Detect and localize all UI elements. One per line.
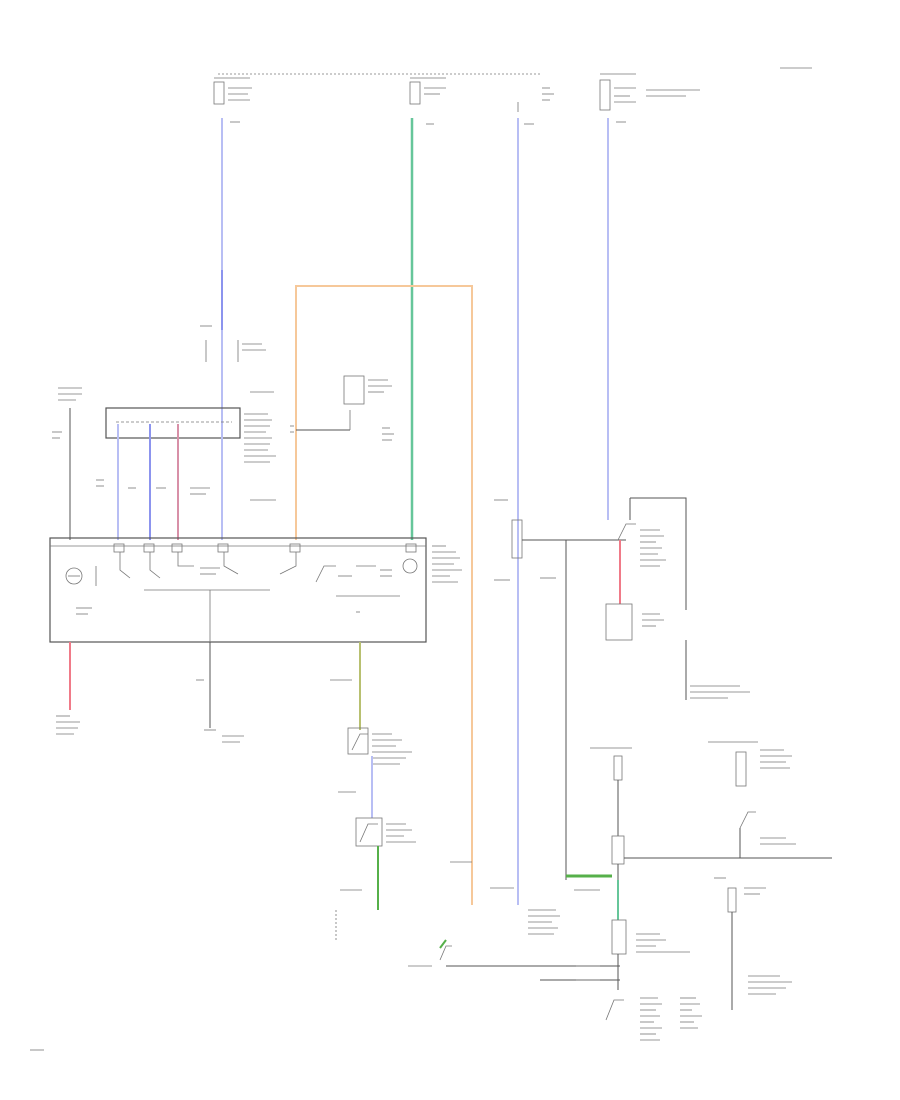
module-right-labels [432,545,462,583]
relay-right [605,497,750,700]
fuse-block-right [599,67,812,123]
fuse-block-center [409,77,446,125]
red-wire-left [56,642,80,735]
olive-wire-switch [330,642,416,940]
fuse-right-small [517,87,554,125]
relay-center-small [296,375,394,441]
left-feed [52,387,82,540]
relay-left-upper [200,325,266,362]
connector-strip [105,407,241,540]
right-junction [494,499,626,880]
connector-labels [96,479,210,495]
main-control-module [49,537,427,643]
lower-right-cluster [590,741,832,1041]
ground-center [196,642,244,743]
fuse-block-left [213,77,252,123]
wire-orange-loop [295,285,473,905]
module-side-labels [244,391,294,501]
bottom-bus [408,861,620,981]
